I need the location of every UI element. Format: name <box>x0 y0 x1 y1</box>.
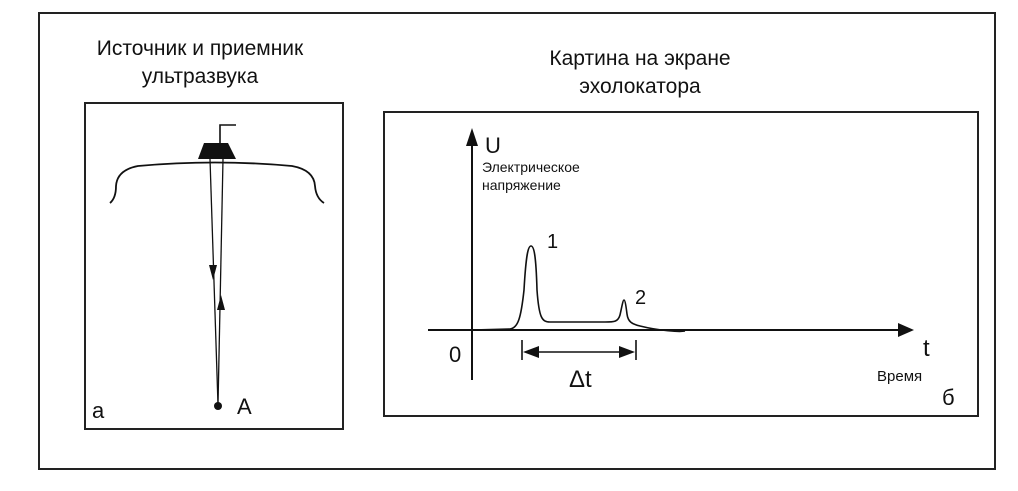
point-a-label: A <box>237 394 252 419</box>
y-axis-symbol: U <box>485 133 501 158</box>
signal-trace <box>471 245 686 333</box>
right-panel <box>383 111 979 417</box>
y-axis-label-line1: Электрическое <box>482 159 580 175</box>
interval-left-arrowhead <box>523 346 539 358</box>
x-axis-symbol: t <box>923 335 930 362</box>
peak-1-label: 1 <box>547 231 558 253</box>
origin-label: 0 <box>449 342 461 367</box>
left-panel <box>84 102 344 430</box>
right-title-line2: эхолокатора <box>579 75 701 98</box>
x-axis-arrowhead <box>898 323 914 337</box>
right-title-line1: Картина на экране <box>549 47 731 70</box>
x-axis-label: Время <box>877 368 922 385</box>
interval-right-arrowhead <box>619 346 635 358</box>
peak-2-label: 2 <box>635 287 646 309</box>
y-axis-label-line2: напряжение <box>482 177 561 193</box>
interval-label: Δt <box>569 366 592 393</box>
y-axis-arrowhead <box>466 128 478 146</box>
right-corner-label: б <box>942 385 955 410</box>
left-title: Источник и приемник ультразвука <box>60 35 340 91</box>
right-title: Картина на экране эхолокатора <box>510 45 770 101</box>
transducer-icon <box>198 143 236 159</box>
left-title-line1: Источник и приемник <box>96 37 304 60</box>
figure-frame <box>38 12 996 470</box>
left-corner-label: а <box>92 398 105 423</box>
transducer-cable <box>219 124 236 143</box>
ray-returning <box>217 158 224 406</box>
point-a-dot <box>214 402 222 410</box>
down-arrow-icon <box>209 265 217 280</box>
up-arrow-icon <box>217 295 225 310</box>
left-title-line2: ультразвука <box>141 65 259 88</box>
body-surface-curve <box>109 161 325 204</box>
ray-outgoing <box>209 158 219 406</box>
